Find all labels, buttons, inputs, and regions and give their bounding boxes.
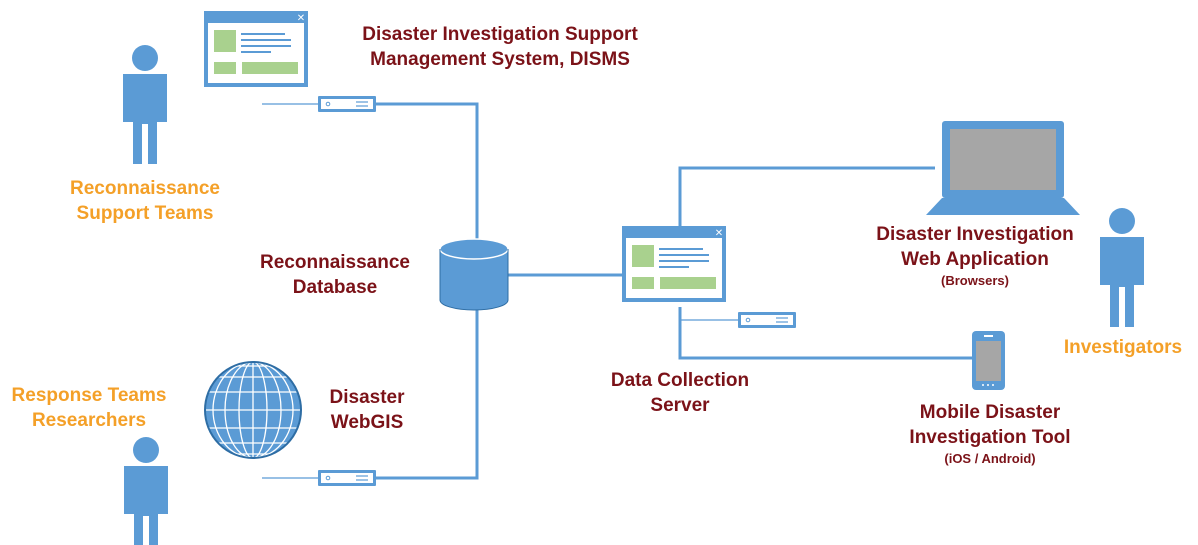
recon-database-label-line2: Database — [292, 277, 378, 298]
disms-window-icon — [204, 11, 308, 87]
collection-server-label-line2: Server — [650, 395, 710, 416]
database-icon — [439, 238, 509, 311]
response-teams-label-line2: Researchers — [31, 410, 147, 431]
support-teams-label: Reconnaissance Support Teams — [40, 176, 250, 226]
web-app-label: Disaster Investigation Web Application (… — [845, 222, 1105, 290]
response-team-person-icon — [124, 437, 168, 545]
webgis-label-line2: WebGIS — [330, 412, 404, 433]
disms-label-line1: Disaster Investigation Support — [362, 24, 638, 45]
server-to-webapp-line — [678, 166, 935, 226]
mobile-tool-label-line1: Mobile Disaster — [919, 402, 1061, 423]
disms-label-line2: Management System, DISMS — [370, 49, 630, 70]
webgis-connector-icon — [317, 469, 377, 487]
server-to-mobile-line — [678, 307, 972, 360]
webgis-label: Disaster WebGIS — [312, 385, 422, 435]
webgis-label-line1: Disaster — [329, 387, 405, 408]
server-connector-icon — [737, 311, 797, 329]
collection-server-label-line1: Data Collection — [610, 370, 750, 391]
recon-database-label-line1: Reconnaissance — [260, 252, 410, 273]
web-app-label-sub: (Browsers) — [941, 273, 1009, 288]
response-teams-label: Response Teams Researchers — [0, 383, 178, 433]
web-app-label-line2: Web Application — [901, 249, 1049, 270]
web-app-label-line1: Disaster Investigation — [876, 224, 1074, 245]
smartphone-icon — [972, 331, 1005, 390]
support-team-person-icon — [123, 45, 167, 164]
investigator-person-icon — [1100, 208, 1144, 327]
investigators-label: Investigators — [1048, 335, 1198, 360]
collection-server-label: Data Collection Server — [585, 368, 775, 418]
support-teams-label-line1: Reconnaissance — [70, 178, 220, 199]
mobile-tool-label-sub: (iOS / Android) — [944, 451, 1036, 466]
mobile-tool-label: Mobile Disaster Investigation Tool (iOS … — [880, 400, 1100, 468]
collection-server-window-icon — [622, 226, 726, 302]
connector-leads — [262, 103, 738, 479]
laptop-icon — [926, 121, 1080, 215]
mobile-tool-label-line2: Investigation Tool — [909, 427, 1071, 448]
recon-database-label: Reconnaissance Database — [240, 250, 430, 300]
disms-connector-icon — [317, 95, 377, 113]
disms-label: Disaster Investigation Support Managemen… — [325, 22, 675, 72]
globe-icon — [204, 361, 302, 459]
investigators-label-text: Investigators — [1063, 337, 1183, 358]
response-teams-label-line1: Response Teams — [11, 385, 167, 406]
support-teams-label-line2: Support Teams — [76, 203, 214, 224]
